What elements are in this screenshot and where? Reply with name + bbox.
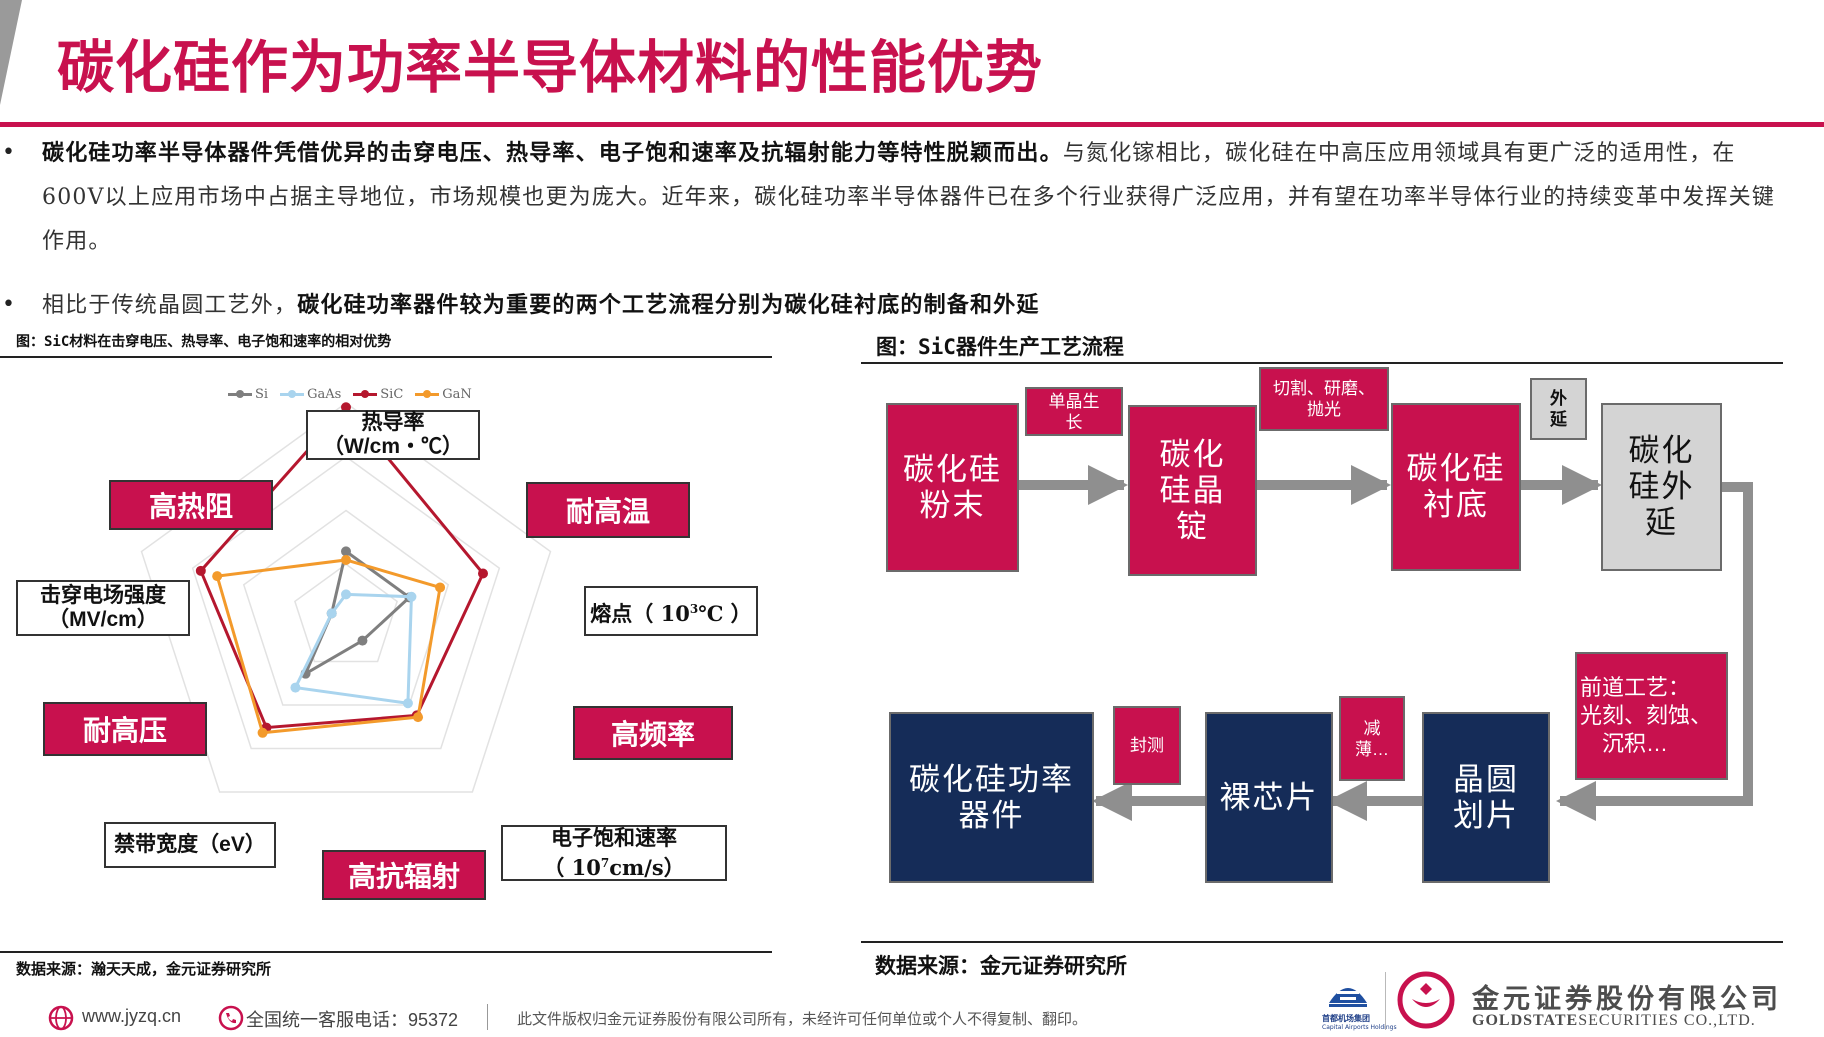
radar-point-gaas-2 [406,591,417,602]
radar-point-sic-2 [477,568,488,579]
axis-label-bandgap: 禁带宽度（eV） [104,822,276,868]
legend-sic: SiC [353,387,403,402]
radar-point-gaas-5 [326,608,337,619]
box-sic-ingot: 碳化硅晶锭 [1128,405,1257,576]
radar-point-gan-1 [341,554,351,565]
bullet-2-plain: 相比于传统晶圆工艺外， [42,293,298,318]
page-title: 碳化硅作为功率半导体材料的性能优势 [57,35,1043,101]
tag-high-temperature: 耐高温 [526,482,690,538]
radar-point-si-1 [341,546,351,557]
step-crystal-growth: 单晶生长 [1025,387,1123,436]
bullet-1-bold: 碳化硅功率半导体器件凭借优异的击穿电压、热导率、电子饱和速率及抗辐射能力等特性脱… [42,140,1063,166]
legend-si: Si [228,387,268,402]
radar-series-sic [199,404,485,730]
radar-point-gan-2 [435,582,446,593]
tag-radiation-resistance: 高抗辐射 [322,850,486,900]
axis-label-thermal: 热导率（W/cm・℃） [306,410,480,460]
step-cut-grind-polish: 切割、研磨、抛光 [1259,367,1389,431]
right-figure-caption: 图：SiC器件生产工艺流程 [876,335,1124,359]
radar-legend: Si GaAs SiC GaN [228,387,484,402]
radar-point-gaas-4 [290,682,301,693]
axis-label-esat: 电子饱和速率（ 107cm/s） [501,825,727,881]
radar-point-gaas-3 [402,698,413,709]
box-sic-substrate: 碳化硅衬底 [1391,403,1521,571]
right-figure-bottom-rule [861,941,1783,943]
box-sic-power-device: 碳化硅功率器件 [889,712,1094,883]
step-packaging-test: 封测 [1113,706,1181,785]
bullet-1-dot: • [2,140,15,165]
box-sic-powder: 碳化硅粉末 [886,403,1019,572]
right-figure-source: 数据来源：金元证券研究所 [875,954,1127,978]
globe-icon [48,1005,74,1031]
radar-series-gan [215,558,442,735]
legend-gan: GaN [415,387,472,402]
company-name-cn: 金元证券股份有限公司 [1472,984,1782,1015]
tag-high-frequency: 高频率 [573,706,733,760]
corner-accent [0,0,22,105]
company-name-en: GOLDSTATESECURITIES CO.,LTD. [1472,1012,1756,1029]
bullet-2-dot: • [2,292,15,317]
right-figure-top-rule [861,362,1783,364]
tag-high-voltage: 耐高压 [43,702,207,756]
left-figure-source: 数据来源：瀚天天成，金元证券研究所 [16,960,272,978]
phone-icon [218,1005,244,1031]
bullet-2-text: 相比于传统晶圆工艺外，碳化硅功率器件较为重要的两个工艺流程分别为碳化硅衬底的制备… [42,283,1784,328]
bullet-1-text: 碳化硅功率半导体器件凭借优异的击穿电压、热导率、电子饱和速率及抗辐射能力等特性脱… [42,131,1784,264]
footer-hotline: 全国统一客服电话：95372 [246,1010,459,1030]
box-bare-die: 裸芯片 [1205,712,1333,883]
box-wafer-dicing: 晶圆划片 [1422,712,1550,883]
airport-name-cn: 首都机场集团 [1322,1014,1370,1023]
radar-chart [140,402,552,793]
box-front-end-process: 前道工艺：光刻、刻蚀、沉积… [1575,652,1728,780]
legend-gaas: GaAs [280,387,341,402]
step-epitaxy: 外延 [1530,378,1587,440]
title-divider [0,122,1824,127]
box-sic-epitaxy: 碳化硅外延 [1601,403,1722,571]
footer-disclaimer: 此文件版权归金元证券股份有限公司所有，未经许可任何单位或个人不得复制、翻印。 [517,1011,1088,1028]
bullet-1-rest: 与氮化镓相比，碳化硅在中高压应用领域具有更广泛的适用性，在600V以上应用市场中… [42,141,1776,254]
radar-point-sic-5 [195,565,206,576]
radar-point-gan-3 [413,712,424,723]
capital-airports-logo [1329,988,1367,1007]
airport-name-en: Capital Airports Holdings [1322,1024,1397,1031]
radar-point-sic-1 [341,402,351,413]
logo-divider [1385,972,1386,1030]
footer-website[interactable]: www.jyzq.cn [82,1006,182,1026]
radar-series-si [302,548,412,678]
radar-point-gan-5 [212,571,223,582]
radar-grid-ring-2 [242,509,450,706]
footer-divider [487,1004,488,1030]
step-thinning: 减薄… [1339,696,1405,781]
goldstate-logo [1397,971,1455,1029]
axis-label-breakdown: 击穿电场强度（MV/cm） [16,580,190,636]
left-figure-caption: 图：SiC材料在击穿电压、热导率、电子饱和速率的相对优势 [16,334,392,350]
left-figure-bottom-rule [0,951,772,953]
radar-point-si-3 [357,635,368,646]
radar-point-gaas-1 [341,589,351,600]
tag-high-thermal-resistance: 高热阻 [109,480,273,530]
process-arrows [1019,465,1753,821]
bullet-2-bold: 碳化硅功率器件较为重要的两个工艺流程分别为碳化硅衬底的制备和外延 [297,292,1040,318]
radar-point-gan-4 [257,727,268,738]
axis-label-melting: 熔点（ 103℃ ） [584,586,758,636]
left-figure-top-rule [0,356,772,358]
